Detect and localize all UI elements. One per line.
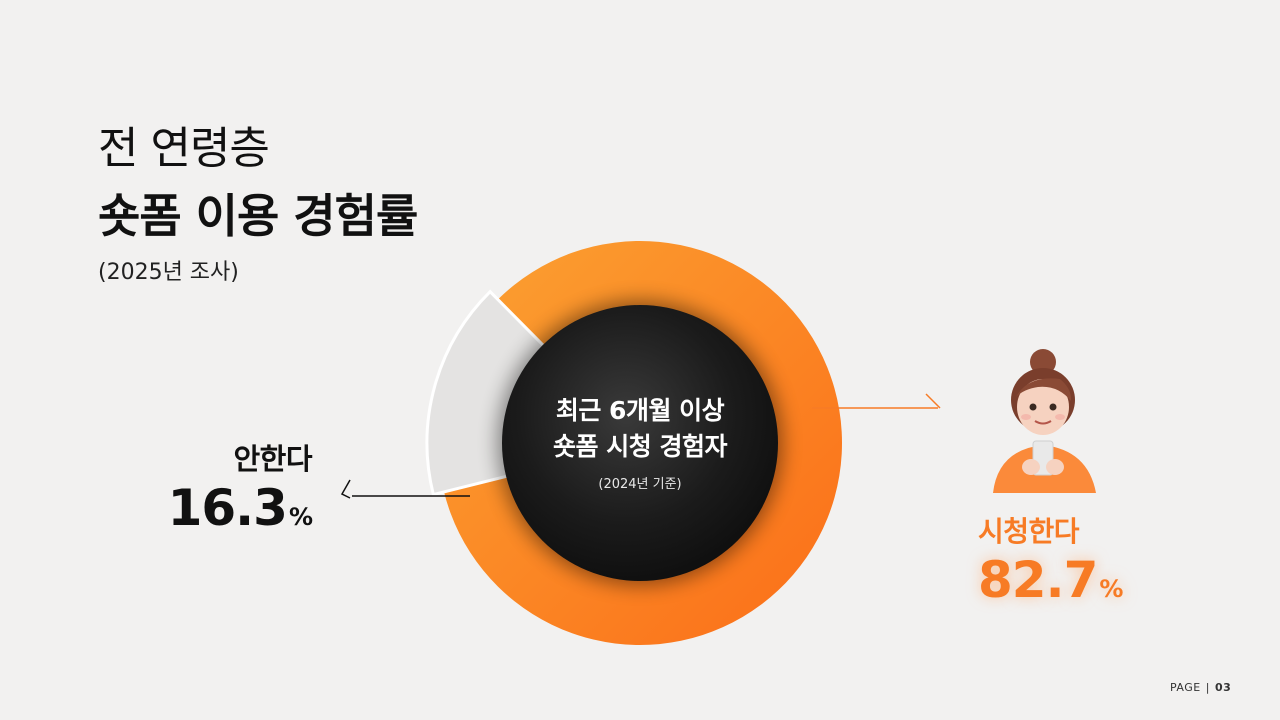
no-value-number: 16.3 bbox=[167, 479, 288, 537]
woman-holding-phone-avatar bbox=[993, 349, 1096, 493]
yes-pointer-arrowhead bbox=[925, 393, 941, 409]
center-note: (2024년 기준) bbox=[598, 477, 682, 492]
survey-year: (2025년 조사) bbox=[98, 260, 239, 285]
no-value: 16.3% bbox=[150, 478, 313, 547]
page-number: 03 bbox=[1214, 681, 1232, 694]
yes-label: 시청한다 bbox=[978, 515, 1080, 548]
title-line1: 전 연령층 bbox=[98, 123, 270, 174]
center-line1: 최근 6개월 이상 bbox=[555, 396, 725, 425]
no-value-unit: % bbox=[288, 503, 313, 531]
yes-value-number: 82.7 bbox=[978, 551, 1098, 609]
page-footer: PAGE | 03 bbox=[1170, 681, 1231, 694]
page-separator: | bbox=[1205, 681, 1210, 694]
yes-value: 82.7% bbox=[978, 550, 1123, 619]
no-label: 안한다 bbox=[233, 442, 312, 476]
center-circle bbox=[502, 305, 778, 581]
yes-value-unit: % bbox=[1099, 575, 1123, 603]
center-line2: 숏폼 시청 경험자 bbox=[553, 432, 727, 461]
center-text: 최근 6개월 이상 숏폼 시청 경험자 (2024년 기준) bbox=[511, 393, 769, 492]
page-label: PAGE bbox=[1170, 681, 1201, 694]
no-pointer-arrowhead bbox=[340, 479, 351, 499]
title-line2: 숏폼 이용 경험률 bbox=[98, 189, 418, 243]
